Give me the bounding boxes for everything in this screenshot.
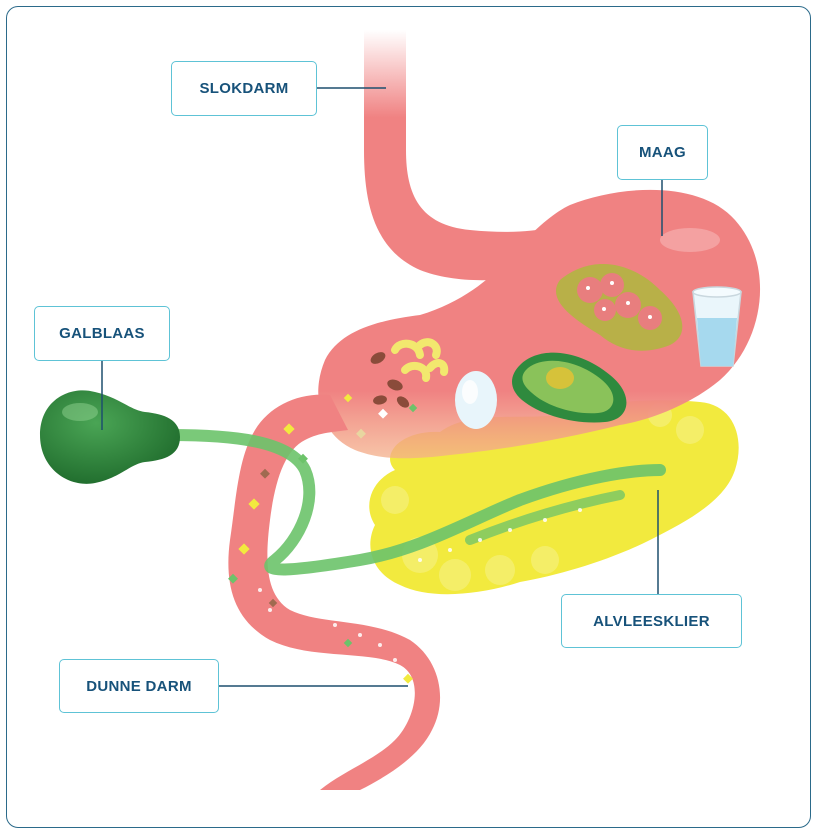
- label-slokdarm: SLOKDARM: [171, 61, 317, 116]
- egg: [455, 371, 497, 429]
- label-alvleesklier: ALVLEESKLIER: [561, 594, 742, 648]
- water-glass: [693, 287, 741, 366]
- label-dunne-darm: DUNNE DARM: [59, 659, 219, 713]
- gallbladder: [40, 390, 180, 484]
- label-maag: MAAG: [617, 125, 708, 180]
- label-galblaas: GALBLAAS: [34, 306, 170, 361]
